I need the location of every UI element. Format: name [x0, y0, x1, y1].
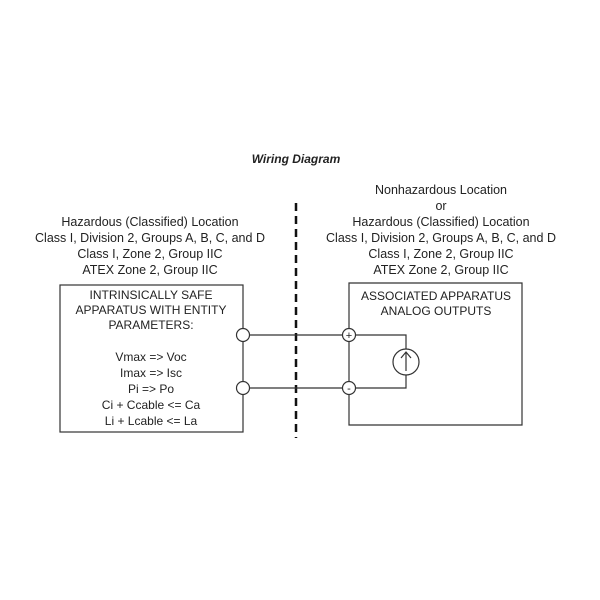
left-location-line: Class I, Zone 2, Group IIC — [77, 247, 222, 261]
right-location-text: Nonhazardous Location or Hazardous (Clas… — [326, 183, 556, 277]
minus-label: - — [347, 383, 351, 395]
right-location-line: Nonhazardous Location — [375, 183, 507, 197]
left-box-heading: APPARATUS WITH ENTITY — [76, 303, 227, 317]
plus-label: + — [346, 330, 352, 342]
terminal-circle — [235, 327, 251, 343]
entity-parameter: Ci + Ccable <= Ca — [102, 398, 201, 412]
entity-parameter: Imax => Isc — [120, 366, 182, 380]
left-box-heading: INTRINSICALLY SAFE — [90, 288, 213, 302]
source-loop-wire — [355, 334, 407, 389]
left-box-heading: PARAMETERS: — [108, 318, 193, 332]
left-location-line: ATEX Zone 2, Group IIC — [82, 263, 217, 277]
left-location-text: Hazardous (Classified) Location Class I,… — [35, 215, 265, 277]
positive-terminal — [341, 327, 357, 343]
left-location-line: Class I, Division 2, Groups A, B, C, and… — [35, 231, 265, 245]
entity-parameter: Vmax => Voc — [115, 350, 186, 364]
diagram-title: Wiring Diagram — [252, 152, 341, 166]
entity-parameter: Li + Lcable <= La — [105, 414, 198, 428]
right-location-line: Class I, Division 2, Groups A, B, C, and… — [326, 231, 556, 245]
intrinsically-safe-apparatus-box — [59, 284, 244, 433]
right-location-line: or — [435, 199, 446, 213]
entity-parameter: Pi => Po — [128, 382, 174, 396]
terminal-circle — [235, 380, 251, 396]
right-box-heading: ANALOG OUTPUTS — [381, 304, 492, 318]
left-location-line: Hazardous (Classified) Location — [61, 215, 238, 229]
negative-terminal — [341, 380, 357, 396]
right-location-line: ATEX Zone 2, Group IIC — [373, 263, 508, 277]
wiring — [249, 334, 407, 389]
right-location-line: Hazardous (Classified) Location — [352, 215, 529, 229]
right-location-line: Class I, Zone 2, Group IIC — [368, 247, 513, 261]
current-source-icon — [392, 348, 420, 376]
right-box-heading: ASSOCIATED APPARATUS — [361, 289, 511, 303]
